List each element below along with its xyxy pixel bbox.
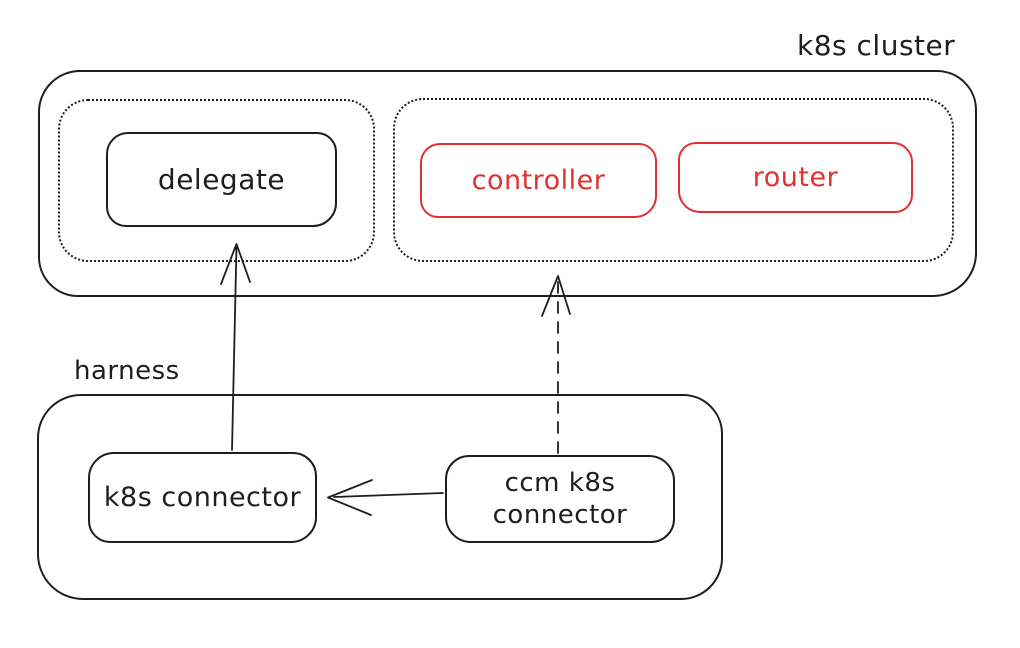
harness-group-box: [37, 394, 723, 600]
ccm-k8s-connector-node: ccm k8s connector: [445, 455, 675, 543]
ccm-dotted-group-box: [393, 98, 954, 262]
router-node: router: [678, 142, 913, 213]
ccm-k8s-connector-node-label: ccm k8s connector: [492, 467, 628, 531]
controller-node-label: controller: [471, 165, 606, 196]
controller-node: controller: [420, 143, 657, 218]
k8s-cluster-title: k8s cluster: [797, 29, 956, 62]
k8s-cluster-group-box: [38, 70, 977, 297]
k8s-connector-node: k8s connector: [88, 452, 317, 543]
delegate-node: delegate: [106, 132, 337, 227]
k8s-connector-node-label: k8s connector: [103, 482, 302, 513]
harness-title: harness: [74, 356, 180, 386]
delegate-dotted-group-box: [58, 99, 375, 262]
delegate-node-label: delegate: [157, 163, 286, 196]
router-node-label: router: [752, 162, 839, 193]
